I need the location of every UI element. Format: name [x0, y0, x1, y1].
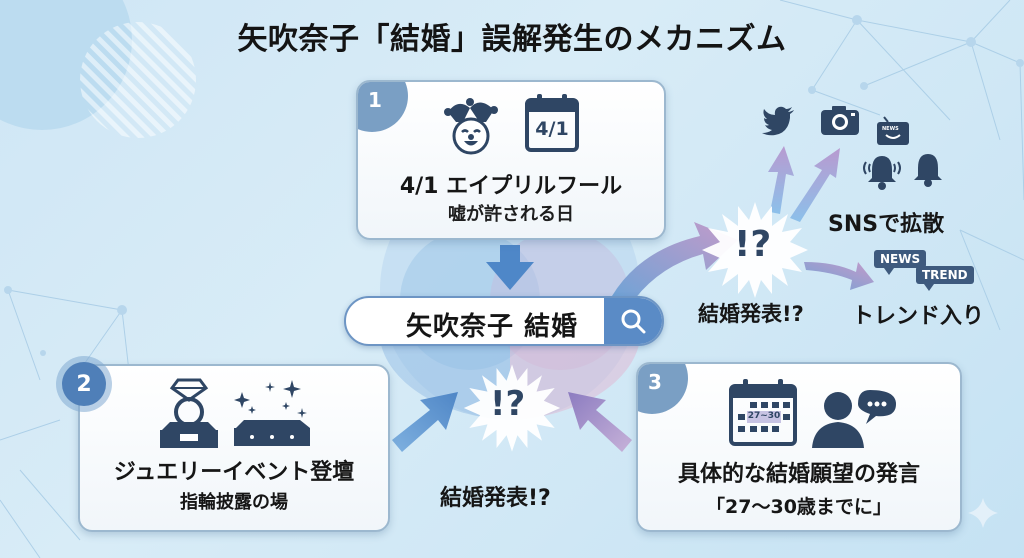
center-label: 結婚発表!?: [440, 486, 551, 511]
card-marriage-wish: 3: [636, 362, 962, 532]
news-tag: NEWS: [874, 250, 927, 268]
card-subtitle: 指輪披露の場: [180, 492, 288, 513]
arrow-to-trend-icon: [804, 262, 874, 290]
twitter-bird-icon[interactable]: [762, 106, 796, 136]
arrow-from-card3-icon: [568, 392, 632, 452]
spread-burst-label: 結婚発表!?: [698, 302, 804, 326]
center-burst-text: !?: [490, 384, 526, 424]
card-number-badge: [358, 82, 408, 132]
trend-tag-text: TREND: [922, 268, 968, 282]
arrow-up-camera-icon: [790, 148, 840, 222]
calendar-icon: [525, 94, 579, 152]
calendar-range-icon: [729, 379, 797, 446]
card-title: ジュエリーイベント登壇: [113, 460, 355, 485]
svg-text:NEWS: NEWS: [882, 126, 899, 132]
arrow-down-icon: [486, 245, 534, 290]
arrow-from-card2-icon: [392, 392, 458, 452]
search-input[interactable]: 矢吹奈子 結婚: [406, 312, 579, 342]
card-april-fool: 1 4/1 4/1 エイプリルフール 嘘が許される日: [356, 80, 666, 240]
bell-icon[interactable]: [912, 152, 944, 188]
spread-burst-text: !?: [734, 224, 772, 265]
arrow-up-twitter-icon: [768, 146, 794, 214]
center-burst-icon: [463, 364, 561, 452]
card-title: 4/1 エイプリルフール: [399, 174, 623, 199]
burst-starburst-icon: [702, 202, 808, 298]
news-tag-tail: [884, 268, 894, 275]
trend-tag-tail: [924, 284, 934, 291]
arrow-to-burst-icon: [612, 222, 738, 300]
trend-tag: TREND: [916, 266, 974, 284]
card-jewelry-event: [78, 364, 390, 532]
page-title: 矢吹奈子「結婚」誤解発生のメカニズム: [237, 22, 787, 57]
card-subtitle: 「27〜30歳までに」: [706, 496, 892, 518]
news-tag-text: NEWS: [880, 252, 921, 266]
camera-icon[interactable]: [820, 104, 860, 136]
card-number-badge: 2: [62, 362, 106, 406]
search-button[interactable]: [604, 298, 662, 344]
card-title: 具体的な結婚願望の発言: [677, 462, 920, 487]
person-speech-icon: [812, 390, 896, 448]
jester-icon: [444, 98, 498, 155]
news-tv-icon[interactable]: NEWS: [876, 116, 910, 146]
calendar-range-text: 27~30: [747, 411, 781, 421]
sparkle-stage-icon: [234, 380, 310, 446]
card-subtitle: 嘘が許される日: [448, 204, 574, 225]
ringing-bell-icon[interactable]: [860, 152, 904, 192]
card-number-badge: [638, 364, 688, 414]
ring-on-pedestal-icon: [160, 378, 218, 448]
card-number: 1: [368, 88, 382, 112]
calendar-date-text: 4/1: [535, 118, 569, 140]
trend-label: トレンド入り: [852, 304, 985, 329]
search-icon: [621, 309, 646, 334]
card-number: 3: [648, 370, 662, 394]
search-bar[interactable]: 矢吹奈子 結婚: [344, 296, 664, 346]
sns-spread-label: SNSで拡散: [828, 212, 945, 237]
